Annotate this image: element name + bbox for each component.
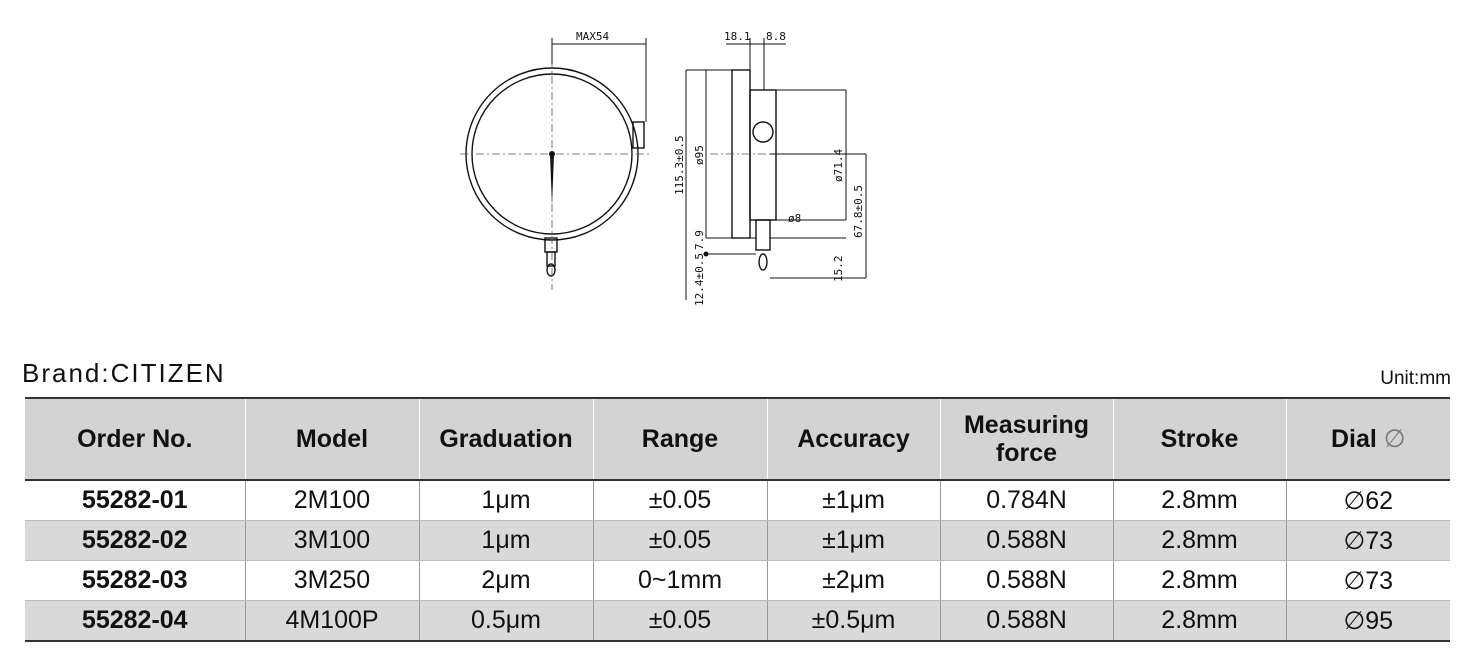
cell-graduation: 0.5μm bbox=[418, 600, 593, 642]
cell-dial: ∅73 bbox=[1285, 520, 1450, 561]
label-67-8: 67.8±0.5 bbox=[852, 185, 865, 238]
cell-range: ±0.05 bbox=[592, 480, 767, 521]
gauge-side-knob bbox=[632, 121, 645, 149]
cell-range: ±0.05 bbox=[592, 520, 767, 561]
cell-order-no: 55282-04 bbox=[25, 600, 245, 642]
cell-model: 2M100 bbox=[244, 480, 419, 521]
diameter-symbol: ∅ bbox=[1383, 425, 1406, 453]
cell-graduation: 1μm bbox=[418, 520, 593, 561]
cell-range: ±0.05 bbox=[592, 600, 767, 642]
table-row: 55282-03 3M250 2μm 0~1mm ±2μm 0.588N 2.8… bbox=[25, 560, 1450, 601]
cell-dial: ∅95 bbox=[1285, 600, 1450, 642]
header-model: Model bbox=[244, 397, 420, 481]
cell-order-no: 55282-03 bbox=[25, 560, 245, 601]
label-12-4: 12.4±0.5 bbox=[693, 253, 706, 306]
cell-order-no: 55282-01 bbox=[25, 480, 245, 521]
cell-accuracy: ±2μm bbox=[766, 560, 940, 601]
cell-accuracy: ±0.5μm bbox=[766, 600, 940, 642]
label-15-2: 15.2 bbox=[832, 256, 845, 283]
header-measuring-force-text: Measuring force bbox=[963, 411, 1090, 467]
gauge-side-view bbox=[731, 69, 777, 271]
cell-graduation: 2μm bbox=[418, 560, 593, 601]
cell-model: 3M100 bbox=[244, 520, 419, 561]
cell-stroke: 2.8mm bbox=[1112, 600, 1286, 642]
label-95: ø95 bbox=[693, 145, 706, 165]
cell-dial: ∅73 bbox=[1285, 560, 1450, 601]
cell-stroke: 2.8mm bbox=[1112, 520, 1286, 561]
cell-model: 3M250 bbox=[244, 560, 419, 601]
cell-accuracy: ±1μm bbox=[766, 520, 940, 561]
cell-measuring-force: 0.588N bbox=[939, 600, 1113, 642]
label-71-4: ø71.4 bbox=[832, 149, 845, 182]
header-accuracy: Accuracy bbox=[766, 397, 941, 481]
label-max54: MAX54 bbox=[576, 30, 609, 43]
cell-measuring-force: 0.784N bbox=[939, 480, 1113, 521]
dial-gauge-technical-drawing: MAX54 18.1 8.8 115.3±0.5 ø95 ø71.4 ø8 67… bbox=[460, 30, 867, 306]
cell-stroke: 2.8mm bbox=[1112, 560, 1286, 601]
label-115-3: 115.3±0.5 bbox=[673, 135, 686, 195]
unit-label: Unit:mm bbox=[1380, 368, 1451, 389]
header-range: Range bbox=[592, 397, 768, 481]
header-stroke: Stroke bbox=[1112, 397, 1287, 481]
label-7-9: 7.9 bbox=[693, 230, 706, 250]
label-18-1: 18.1 bbox=[724, 30, 751, 43]
cell-accuracy: ±1μm bbox=[766, 480, 940, 521]
label-8-8: 8.8 bbox=[766, 30, 786, 43]
spec-table: Order No. Model Graduation Range Accurac… bbox=[25, 397, 1450, 642]
label-8: ø8 bbox=[788, 212, 801, 225]
cell-stroke: 2.8mm bbox=[1112, 480, 1286, 521]
cell-range: 0~1mm bbox=[592, 560, 767, 601]
table-row: 55282-01 2M100 1μm ±0.05 ±1μm 0.784N 2.8… bbox=[25, 480, 1450, 521]
cell-measuring-force: 0.588N bbox=[939, 520, 1113, 561]
cell-graduation: 1μm bbox=[418, 480, 593, 521]
brand-label: Brand:CITIZEN bbox=[22, 358, 226, 388]
header-measuring-force: Measuring force bbox=[939, 397, 1114, 481]
cell-dial: ∅62 bbox=[1285, 480, 1450, 521]
gauge-needle bbox=[550, 154, 554, 206]
cell-model: 4M100P bbox=[244, 600, 419, 642]
header-graduation: Graduation bbox=[418, 397, 594, 481]
header-order-no: Order No. bbox=[25, 397, 246, 481]
table-row: 55282-02 3M100 1μm ±0.05 ±1μm 0.588N 2.8… bbox=[25, 520, 1450, 561]
table-row: 55282-04 4M100P 0.5μm ±0.05 ±0.5μm 0.588… bbox=[25, 600, 1450, 642]
header-dial-text: Dial bbox=[1330, 425, 1377, 453]
cell-order-no: 55282-02 bbox=[25, 520, 245, 561]
cell-measuring-force: 0.588N bbox=[939, 560, 1113, 601]
table-header-row: Order No. Model Graduation Range Accurac… bbox=[25, 397, 1450, 481]
header-dial: Dial ∅ bbox=[1285, 397, 1450, 481]
